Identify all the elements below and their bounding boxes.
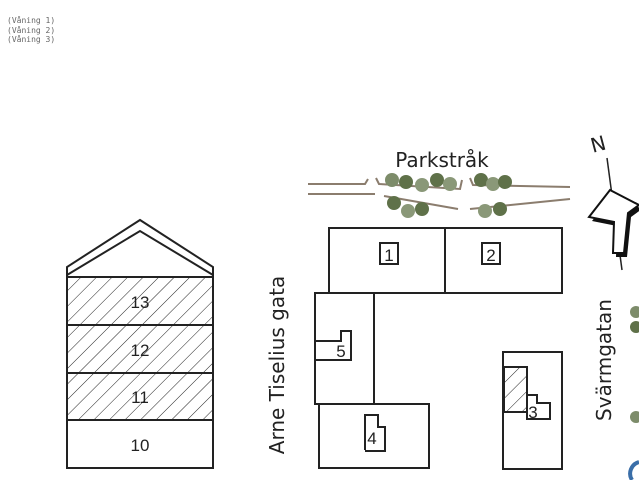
tree: [415, 202, 429, 216]
tree: [630, 321, 639, 333]
tree: [493, 202, 507, 216]
tree: [630, 411, 639, 423]
building-1-marker: [379, 242, 399, 265]
building-label: 2: [486, 246, 495, 265]
building-2[interactable]: [444, 227, 563, 294]
tree: [486, 177, 500, 191]
roof-outer: [66, 218, 214, 277]
park-label: Parkstråk: [395, 148, 489, 172]
tree: [474, 173, 488, 187]
street-label-east: Svärmgatan: [592, 299, 616, 421]
tree: [385, 173, 399, 187]
north-arrow-icon: N: [587, 131, 639, 271]
building-2-marker: [481, 242, 501, 265]
building-elevation: [66, 218, 214, 469]
legend-item[interactable]: (Våning 3): [7, 35, 56, 44]
floor-label: 10: [131, 436, 150, 455]
building-4-marker: [364, 414, 386, 452]
floor-11[interactable]: [66, 372, 214, 421]
tree: [443, 177, 457, 191]
building-label: 5: [336, 342, 345, 361]
floor-legend: (Våning 1) (Våning 2) (Våning 3): [7, 16, 55, 45]
tree: [415, 178, 429, 192]
tree: [430, 173, 444, 187]
building-3-marker: [526, 394, 551, 420]
legend-item[interactable]: (Våning 1): [7, 16, 56, 25]
tree: [401, 204, 415, 218]
floor-label: 11: [131, 388, 149, 407]
water-feature: [628, 460, 639, 480]
building-5-marker: [316, 330, 352, 361]
tree: [399, 175, 413, 189]
building-label: 4: [367, 429, 376, 448]
building-label: 1: [384, 246, 393, 265]
tree: [498, 175, 512, 189]
legend-item[interactable]: (Våning 2): [7, 25, 56, 35]
floor-13[interactable]: [66, 276, 214, 326]
tree: [630, 306, 639, 318]
tree: [387, 196, 401, 210]
roof-inner: [66, 229, 214, 276]
building-3-hatched-area: [503, 366, 528, 413]
building-label: 3: [528, 403, 537, 422]
tree: [478, 204, 492, 218]
floor-label: 12: [131, 341, 150, 360]
floor-12[interactable]: [66, 324, 214, 374]
north-label: N: [588, 131, 609, 158]
trees: [385, 173, 639, 423]
floor-10[interactable]: [66, 419, 214, 469]
floor-label: 13: [131, 293, 150, 312]
street-label-west: Arne Tiselius gata: [265, 276, 289, 454]
